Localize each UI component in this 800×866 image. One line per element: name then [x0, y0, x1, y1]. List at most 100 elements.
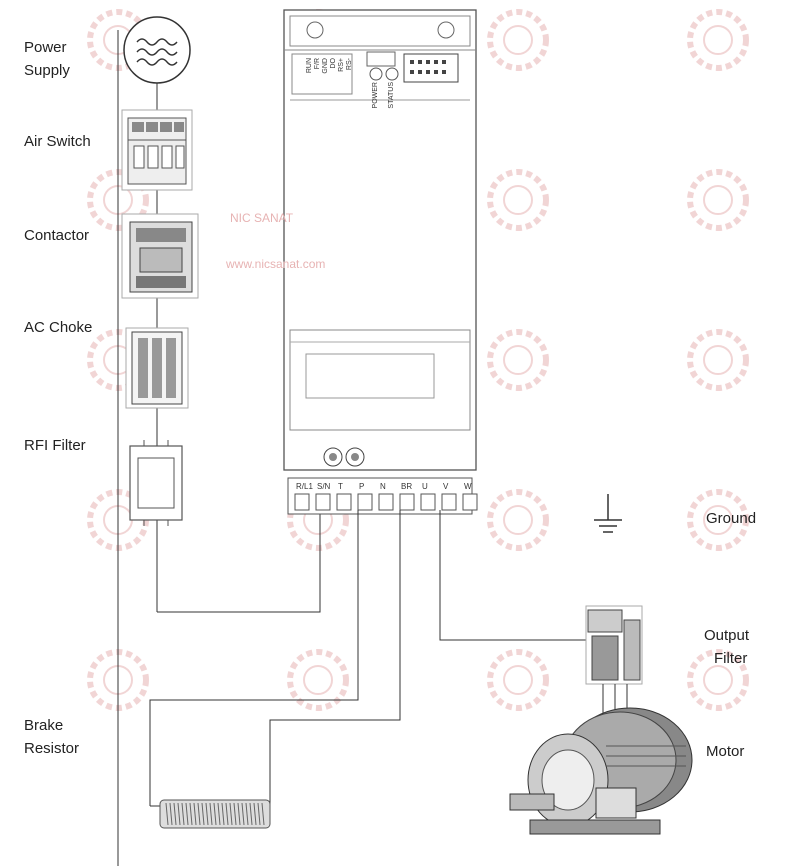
terminal-screw-0 [294, 493, 310, 511]
terminal-group: R/L1 S/N T P N BR U V W [294, 482, 478, 511]
terminal-screw-6 [420, 493, 436, 511]
watermark-gear-icon [487, 489, 549, 551]
watermark-gear-icon [687, 649, 749, 711]
resistor-coil [221, 802, 225, 826]
comm-port [403, 53, 459, 83]
brake-resistor-label-line1: Brake [24, 717, 64, 734]
watermark-gear-icon [687, 9, 749, 71]
brake-resistor-label-line2: Resistor [24, 740, 80, 757]
terminal-label-4: N [380, 482, 386, 491]
resistor-coil [189, 802, 193, 826]
watermark-gear-inner [703, 505, 733, 535]
panel-text-run: RUN [306, 58, 313, 74]
status-led-label: STATUS [388, 82, 395, 109]
terminal-screw-2 [336, 493, 352, 511]
watermark-gear-icon [487, 9, 549, 71]
resistor-coil [217, 802, 221, 826]
terminal-label-3: P [359, 482, 364, 491]
output-filter-label-line2: Filter [714, 650, 748, 667]
power-led-label: POWER [372, 82, 379, 109]
rfi-filter-label: RFI Filter [24, 437, 86, 454]
brake-resistor-icon [159, 799, 271, 829]
terminal-label-5: BR [401, 482, 412, 491]
ac-choke-icon [125, 327, 189, 409]
resistor-coil [257, 802, 261, 826]
output-wire [439, 510, 590, 641]
resistor-coil [205, 802, 209, 826]
motor-label: Motor [706, 743, 745, 760]
supply-to-inverter-wire [157, 500, 321, 613]
watermark-gear-inner [503, 505, 533, 535]
ac-choke-label: AC Choke [24, 319, 93, 336]
resistor-coil [253, 802, 257, 826]
watermark-gear-inner [703, 25, 733, 55]
terminal-label-0: R/L1 [296, 482, 313, 491]
watermark-gear-icon [687, 329, 749, 391]
watermark-gear-icon [487, 649, 549, 711]
resistor-coil [185, 802, 189, 826]
rfi-filter-icon [129, 440, 183, 526]
watermark-gear-icon [487, 329, 549, 391]
watermark-gear-inner [703, 345, 733, 375]
terminal-label-1: S/N [317, 482, 331, 491]
watermark-gear-inner [503, 345, 533, 375]
watermark-gear-inner [303, 665, 333, 695]
output-filter-label-line1: Output [704, 627, 750, 644]
terminal-label-6: U [422, 482, 428, 491]
resistor-coil [181, 802, 185, 826]
resistor-coil [229, 802, 233, 826]
resistor-coil [233, 802, 237, 826]
ground-icon [594, 494, 622, 533]
resistor-coil [193, 802, 197, 826]
resistor-coil [237, 802, 241, 826]
terminal-screw-8 [462, 493, 478, 511]
watermark-gear-inner [503, 665, 533, 695]
watermark-gear-icon [487, 169, 549, 231]
watermark-gear-icon [287, 649, 349, 711]
power-supply-label-line1: Power [24, 39, 67, 56]
terminal-screw-3 [357, 493, 373, 511]
power-supply-label-line2: Supply [24, 62, 70, 79]
brake-wire-br [269, 510, 401, 806]
terminal-screw-7 [441, 493, 457, 511]
terminal-label-7: V [443, 482, 449, 491]
power-supply-icon [123, 16, 191, 84]
terminal-label-8: W [464, 482, 472, 491]
resistor-coil [225, 802, 229, 826]
panel-text-rs-plus: RS+ [338, 58, 345, 72]
contactor-icon [121, 213, 199, 299]
resistor-coil [169, 802, 173, 826]
resistor-coil [165, 802, 169, 826]
air-switch-icon [121, 109, 193, 191]
watermark-gear-inner [503, 185, 533, 215]
inverter-drive [283, 9, 477, 471]
watermark-gear-inner [503, 25, 533, 55]
resistor-coil [173, 802, 177, 826]
resistor-coil [213, 802, 217, 826]
resistor-coil [197, 802, 201, 826]
resistor-coil [245, 802, 249, 826]
terminal-screw-4 [378, 493, 394, 511]
resistor-coil [261, 802, 265, 826]
panel-text-fr: F/R [314, 58, 321, 70]
watermark-gear-icon [687, 169, 749, 231]
resistor-coil [201, 802, 205, 826]
resistor-coil [249, 802, 253, 826]
motor-icon [509, 707, 693, 835]
air-switch-label: Air Switch [24, 133, 91, 150]
resistor-coil [209, 802, 213, 826]
panel-text-do: DO [330, 58, 337, 69]
terminal-screw-5 [399, 493, 415, 511]
resistor-coil [241, 802, 245, 826]
panel-text-gnd: GND [322, 58, 329, 74]
panel-text-rs-minus: RS- [346, 58, 353, 71]
resistor-coil [177, 802, 181, 826]
terminal-screw-1 [315, 493, 331, 511]
contactor-label: Contactor [24, 227, 90, 244]
terminal-label-2: T [338, 482, 343, 491]
brake-wire-p [149, 510, 359, 806]
watermark-gear-icon [687, 489, 749, 551]
ground-label: Ground [706, 510, 757, 527]
watermark-gear-inner [703, 185, 733, 215]
